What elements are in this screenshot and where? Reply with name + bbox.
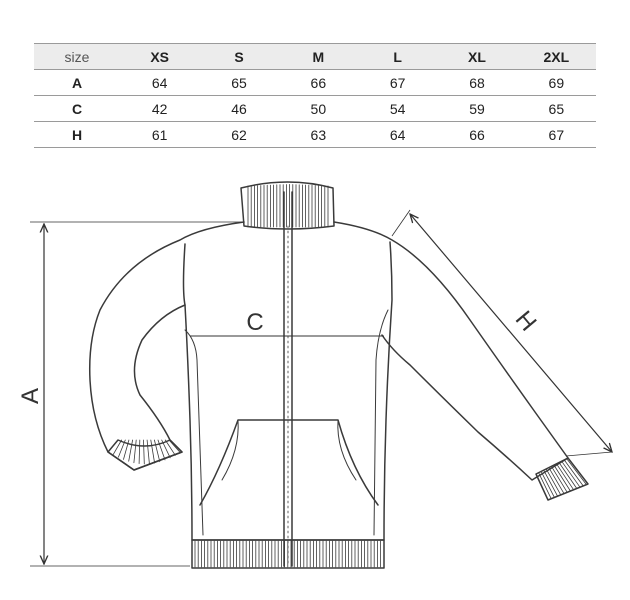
table-cell: 64 xyxy=(120,69,200,96)
dimension-label-h: H xyxy=(510,306,542,337)
jacket-right-cuff xyxy=(535,457,589,501)
jacket-waistband xyxy=(191,539,385,569)
size-header: XS xyxy=(120,43,200,70)
table-cell: 62 xyxy=(199,121,279,148)
size-header: M xyxy=(278,43,358,70)
jacket-measurement-diagram: A C H xyxy=(17,181,630,569)
table-cell: 42 xyxy=(120,95,200,122)
table-cell: 69 xyxy=(516,69,596,96)
table-cell: 59 xyxy=(437,95,517,122)
jacket-collar xyxy=(240,181,335,230)
jacket-left-sleeve xyxy=(88,221,245,471)
table-cell: 64 xyxy=(357,121,438,148)
table-row: A 64 65 66 67 68 69 xyxy=(34,69,596,96)
size-chart-table: size XS S M L XL 2XL A 64 65 66 67 68 69… xyxy=(34,43,596,148)
dimension-label-c: C xyxy=(246,309,263,336)
jacket-kangaroo-pocket xyxy=(199,419,379,506)
dimension-label-a: A xyxy=(17,388,44,404)
size-header: XL xyxy=(437,43,517,70)
table-cell: 63 xyxy=(278,121,358,148)
measurement-h xyxy=(391,209,612,457)
table-cell: 61 xyxy=(120,121,200,148)
size-header: S xyxy=(199,43,279,70)
table-cell: 68 xyxy=(437,69,517,96)
table-cell: 65 xyxy=(199,69,279,96)
table-cell: 65 xyxy=(516,95,596,122)
jacket-left-cuff xyxy=(107,439,183,471)
table-cell: 54 xyxy=(357,95,438,122)
jacket-zipper xyxy=(283,191,293,567)
jacket-left-side-panel xyxy=(184,329,204,536)
measurement-a xyxy=(30,221,242,567)
table-cell: 50 xyxy=(278,95,358,122)
table-cell: 46 xyxy=(199,95,279,122)
size-header: L xyxy=(357,43,438,70)
size-header: 2XL xyxy=(516,43,596,70)
table-cell: 66 xyxy=(278,69,358,96)
table-cell: 67 xyxy=(357,69,438,96)
row-label: C xyxy=(34,95,120,122)
size-column-header: size xyxy=(34,43,120,70)
table-cell: 66 xyxy=(437,121,517,148)
jacket-right-sleeve xyxy=(333,221,569,481)
row-label: H xyxy=(34,121,120,148)
table-row: H 61 62 63 64 66 67 xyxy=(34,121,596,148)
table-row: C 42 46 50 54 59 65 xyxy=(34,95,596,122)
table-header-row: size XS S M L XL 2XL xyxy=(34,43,596,70)
table-cell: 67 xyxy=(516,121,596,148)
row-label: A xyxy=(34,69,120,96)
